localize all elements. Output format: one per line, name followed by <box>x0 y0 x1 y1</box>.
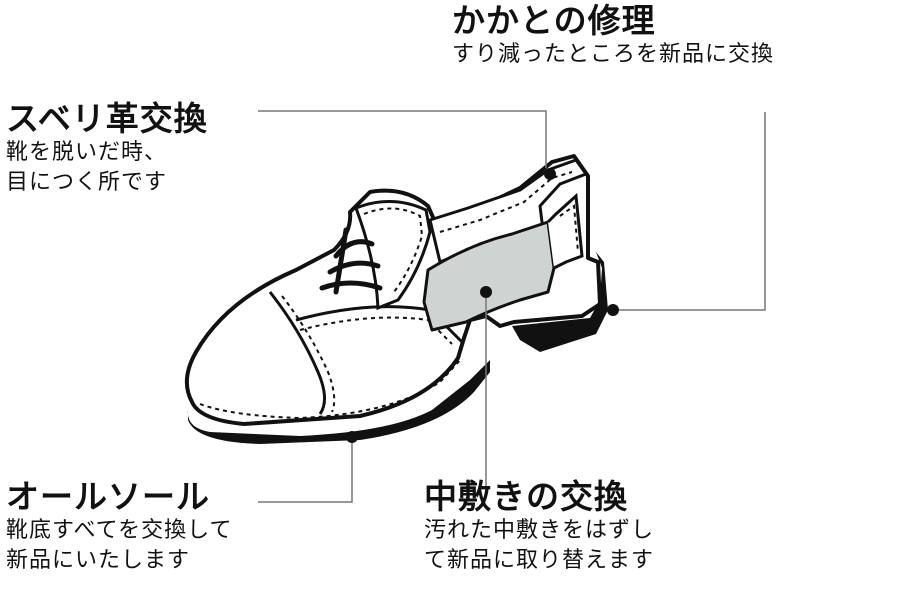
callout-title: 中敷きの交換 <box>424 477 628 516</box>
leader-lines <box>258 110 766 503</box>
callout-text: 靴を脱いだ時、 <box>6 140 168 165</box>
marker-sock-lining <box>544 168 556 180</box>
callout-insole: 中敷きの交換 汚れた中敷きをはずし て新品に取り替えます <box>424 478 654 576</box>
marker-heel <box>607 304 619 316</box>
lace-facing <box>354 199 432 311</box>
welt-stitching <box>199 357 463 420</box>
callout-text: 目につく所です <box>6 170 168 195</box>
leader-sole <box>258 443 353 503</box>
leader-sock-lining <box>258 110 547 168</box>
marker-sole <box>346 431 358 443</box>
facing-stitching <box>363 207 424 293</box>
shoe-sole <box>187 360 490 444</box>
callout-all-sole: オールソール 靴底すべてを交換して 新品にいたします <box>6 478 232 576</box>
collar-stitching <box>439 171 573 233</box>
laces <box>319 227 383 295</box>
callout-text: 靴底すべてを交換して <box>6 518 233 543</box>
toe-cap-seam <box>268 291 326 415</box>
toe-cap-stitching <box>281 295 336 413</box>
heel-counter <box>546 192 584 270</box>
callout-title: かかとの修理 <box>452 1 656 40</box>
callout-title: オールソール <box>6 477 210 516</box>
quarter-stitching <box>299 316 453 345</box>
shoe-heel <box>512 252 608 352</box>
callout-heel-repair: かかとの修理 すり減ったところを新品に交換 <box>452 2 774 70</box>
heel-stitching <box>559 204 579 253</box>
marker-insole <box>480 286 492 298</box>
callout-text: 汚れた中敷きをはずし <box>424 518 655 543</box>
callout-text: て新品に取り替えます <box>424 548 655 573</box>
callout-text: 新品にいたします <box>6 548 191 573</box>
leader-heel <box>619 112 766 311</box>
callout-sock-lining: スベリ革交換 靴を脱いだ時、 目につく所です <box>6 100 208 198</box>
callout-text: すり減ったところを新品に交換 <box>452 42 775 67</box>
callout-title: スベリ革交換 <box>6 99 208 138</box>
insole <box>422 220 556 332</box>
